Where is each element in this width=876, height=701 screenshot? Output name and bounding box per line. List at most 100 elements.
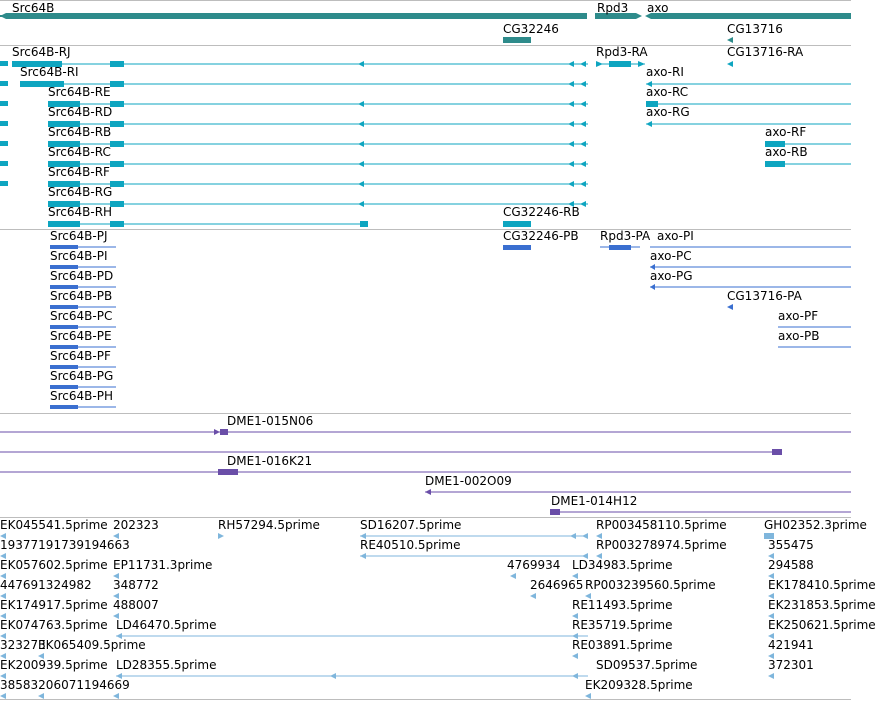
est-label[interactable]: EK250621.5prime [768, 618, 876, 632]
est-label[interactable]: EK231853.5prime [768, 598, 876, 612]
est-label[interactable]: 4769934 [507, 558, 561, 572]
bac-track-glyphs[interactable] [0, 429, 851, 515]
gene-label[interactable]: CG13716 [727, 22, 783, 36]
gene-bar-cg13716[interactable] [727, 37, 733, 43]
est-track-glyphs[interactable] [0, 533, 774, 699]
transcript-label[interactable]: CG32246-RB [503, 205, 580, 219]
est-label[interactable]: EP11731.3prime [113, 558, 213, 572]
est-label[interactable]: EK065409.5prime [38, 638, 146, 652]
est-label[interactable]: 2646965 [530, 578, 584, 592]
est-label[interactable]: RP003278974.5prime [596, 538, 727, 552]
transcript-fragment[interactable] [0, 61, 8, 66]
est-label[interactable]: EK200939.5prime [0, 658, 108, 672]
transcript-label[interactable]: axo-RF [765, 125, 807, 139]
est-label[interactable]: LD28355.5prime [116, 658, 217, 672]
est-label[interactable]: GH02352.3prime [764, 518, 867, 532]
transcript-label[interactable]: Src64B-RH [48, 205, 113, 219]
gene-bar-cg32246[interactable] [503, 37, 531, 43]
est-label[interactable]: 323273 [0, 638, 46, 652]
transcript-label[interactable]: Src64B-RF [48, 165, 110, 179]
protein-label[interactable]: axo-PG [650, 269, 693, 283]
gene-label[interactable]: axo [647, 1, 669, 15]
transcript-label[interactable]: Src64B-RI [20, 65, 79, 79]
protein-track-glyphs[interactable] [50, 245, 851, 409]
protein-label[interactable]: Src64B-PB [50, 289, 113, 303]
protein-label[interactable]: Src64B-PE [50, 329, 112, 343]
bac-clone-label[interactable]: DME1-016K21 [227, 454, 313, 468]
transcript-label[interactable]: Src64B-RD [48, 105, 113, 119]
protein-label[interactable]: axo-PB [778, 329, 820, 343]
protein-label[interactable]: CG13716-PA [727, 289, 802, 303]
rpd3-ra-glyph[interactable] [596, 61, 645, 67]
transcript-label[interactable]: Src64B-RG [48, 185, 113, 199]
est-label[interactable]: RP003239560.5prime [585, 578, 716, 592]
gene-bar-src64b-left-stub[interactable] [0, 15, 8, 17]
src64b-isoform-glyphs[interactable] [48, 101, 588, 227]
transcript-fragment[interactable] [0, 141, 8, 146]
protein-label[interactable]: axo-PI [657, 229, 694, 243]
transcript-fragment[interactable] [0, 121, 8, 126]
est-label[interactable]: RH57294.5prime [218, 518, 320, 532]
protein-label[interactable]: Src64B-PI [50, 249, 108, 263]
gene-label[interactable]: Src64B [12, 1, 55, 15]
gene-label[interactable]: Rpd3 [597, 1, 629, 15]
est-label[interactable]: EK057602.5prime [0, 558, 108, 572]
est-label[interactable]: RE03891.5prime [572, 638, 673, 652]
transcript-label[interactable]: CG13716-RA [727, 45, 804, 59]
est-label[interactable]: EK174917.5prime [0, 598, 108, 612]
est-label[interactable]: 19377191739194663 [0, 538, 130, 552]
est-label[interactable]: 355475 [768, 538, 814, 552]
est-label[interactable]: EK045541.5prime [0, 518, 108, 532]
gene-bar-rpd3[interactable] [595, 13, 642, 19]
protein-label[interactable]: Src64B-PF [50, 349, 111, 363]
est-label[interactable]: RE35719.5prime [572, 618, 673, 632]
est-label[interactable]: LD34983.5prime [572, 558, 673, 572]
transcript-label[interactable]: Src64B-RC [48, 145, 111, 159]
est-label[interactable]: EK074763.5prime [0, 618, 108, 632]
est-label[interactable]: RE11493.5prime [572, 598, 673, 612]
protein-label[interactable]: Src64B-PD [50, 269, 114, 283]
gene-bar-src64b[interactable] [0, 13, 587, 19]
protein-label[interactable]: Src64B-PH [50, 389, 113, 403]
axo-isoform-glyphs[interactable] [646, 81, 851, 167]
protein-label[interactable]: Src64B-PC [50, 309, 113, 323]
est-label[interactable]: RP003458110.5prime [596, 518, 727, 532]
est-label[interactable]: 348772 [113, 578, 159, 592]
transcript-label[interactable]: axo-RI [646, 65, 684, 79]
gene-label[interactable]: CG32246 [503, 22, 559, 36]
est-label[interactable]: SD09537.5prime [596, 658, 698, 672]
transcript-label[interactable]: Src64B-RB [48, 125, 112, 139]
transcript-label[interactable]: axo-RG [646, 105, 690, 119]
est-label[interactable]: 488007 [113, 598, 159, 612]
protein-label[interactable]: axo-PC [650, 249, 692, 263]
est-label[interactable]: 202323 [113, 518, 159, 532]
transcript-fragment[interactable] [0, 181, 8, 186]
bac-clone-label[interactable]: DME1-002O09 [425, 474, 512, 488]
protein-label[interactable]: Src64B-PG [50, 369, 114, 383]
transcript-fragment[interactable] [0, 81, 8, 86]
transcript-label[interactable]: axo-RC [646, 85, 689, 99]
protein-label[interactable]: Rpd3-PA [600, 229, 651, 243]
protein-label[interactable]: axo-PF [778, 309, 819, 323]
est-label[interactable]: SD16207.5prime [360, 518, 462, 532]
protein-label[interactable]: Src64B-PJ [50, 229, 108, 243]
est-label[interactable]: EK178410.5prime [768, 578, 876, 592]
protein-label[interactable]: CG32246-PB [503, 229, 579, 243]
cg13716-ra-glyph[interactable] [727, 61, 733, 67]
est-label[interactable]: RE40510.5prime [360, 538, 461, 552]
transcript-fragment[interactable] [0, 101, 8, 106]
est-label[interactable]: LD46470.5prime [116, 618, 217, 632]
est-label[interactable]: 38583206071194669 [0, 678, 130, 692]
transcript-fragment[interactable] [0, 161, 8, 166]
cg32246-rb-glyph[interactable] [503, 221, 531, 227]
transcript-label[interactable]: Src64B-RJ [12, 45, 71, 59]
gene-bar-axo[interactable] [645, 13, 851, 19]
est-label[interactable]: 372301 [768, 658, 814, 672]
bac-clone-label[interactable]: DME1-015N06 [227, 414, 314, 428]
est-label[interactable]: EK209328.5prime [585, 678, 693, 692]
est-label[interactable]: 294588 [768, 558, 814, 572]
transcript-label[interactable]: Src64B-RE [48, 85, 111, 99]
est-label[interactable]: 421941 [768, 638, 814, 652]
transcript-label[interactable]: Rpd3-RA [596, 45, 648, 59]
est-label[interactable]: 447691324982 [0, 578, 92, 592]
